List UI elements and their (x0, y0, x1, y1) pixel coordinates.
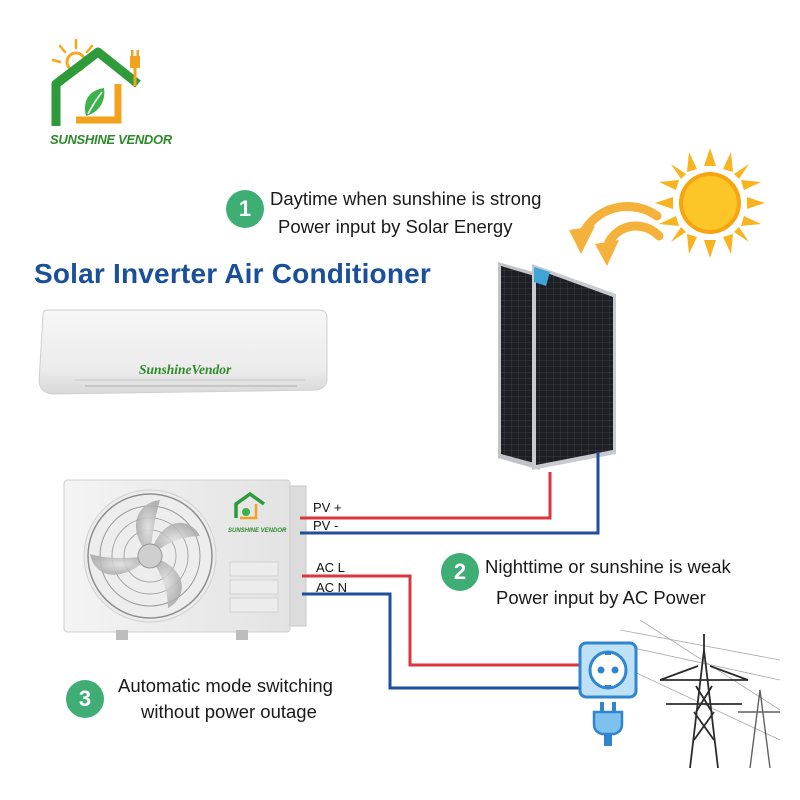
wire-label-ac-n: AC N (316, 580, 348, 595)
fan-icon (83, 489, 217, 623)
indoor-unit: SunshineVendor (35, 308, 331, 396)
power-plug-icon (592, 702, 624, 746)
sun-icon (655, 148, 765, 258)
wire-label-pv-minus: PV - (313, 518, 339, 533)
step-3-line-2: without power outage (141, 701, 317, 722)
house-logo-icon (51, 38, 141, 126)
brand-logo-text: SUNSHINE VENDOR (50, 132, 172, 147)
wire-label-pv-plus: PV + (313, 500, 342, 515)
step-3-badge: 3 (66, 680, 104, 718)
step-1-line-2: Power input by Solar Energy (278, 216, 513, 237)
indoor-unit-brand: SunshineVendor (139, 362, 232, 377)
wire-label-ac-l: AC L (316, 560, 345, 575)
outdoor-unit: SUNSHINE VENDOR (60, 476, 310, 646)
brand-logo: SUNSHINE VENDOR (46, 38, 172, 148)
curved-arrow-icon (569, 202, 664, 266)
step-2-line-2: Power input by AC Power (496, 587, 706, 608)
step-1-badge: 1 (226, 190, 264, 228)
power-socket-icon (578, 641, 638, 699)
step-2-line-1: Nighttime or sunshine is weak (485, 556, 731, 577)
step-1-line-1: Daytime when sunshine is strong (270, 188, 542, 209)
diagram-title: Solar Inverter Air Conditioner (34, 258, 432, 289)
power-tower-icon (620, 620, 780, 769)
step-2-badge: 2 (441, 553, 479, 591)
solar-panel-icon (498, 262, 616, 470)
step-3-line-1: Automatic mode switching (118, 675, 333, 696)
outdoor-unit-brand: SUNSHINE VENDOR (228, 528, 287, 534)
